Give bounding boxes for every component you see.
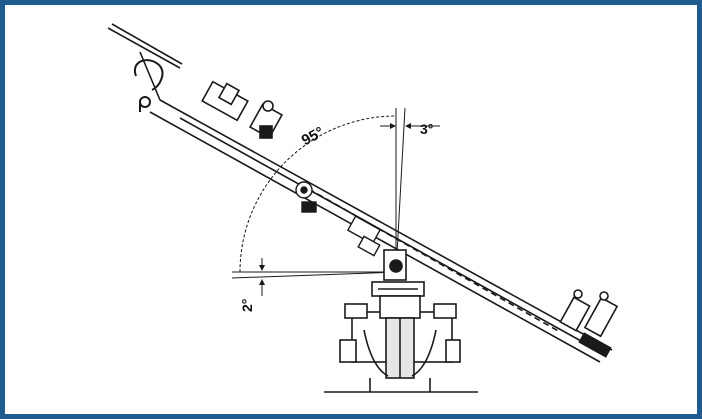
rear-feed-unit	[559, 289, 619, 358]
rock-drill-carriage	[201, 80, 284, 139]
tilt-right-angle-label: 3°	[420, 121, 433, 137]
tilt-reference-line	[395, 107, 406, 273]
tilt-down-angle-label: 2°	[239, 299, 255, 312]
hose-reel	[133, 59, 164, 112]
tilt-down-reference-line	[231, 271, 401, 279]
swing-angle-label: 95°	[299, 124, 327, 150]
boom-cradle	[295, 181, 382, 257]
swing-angle-arc	[239, 115, 397, 273]
carrier-chassis	[324, 295, 478, 393]
